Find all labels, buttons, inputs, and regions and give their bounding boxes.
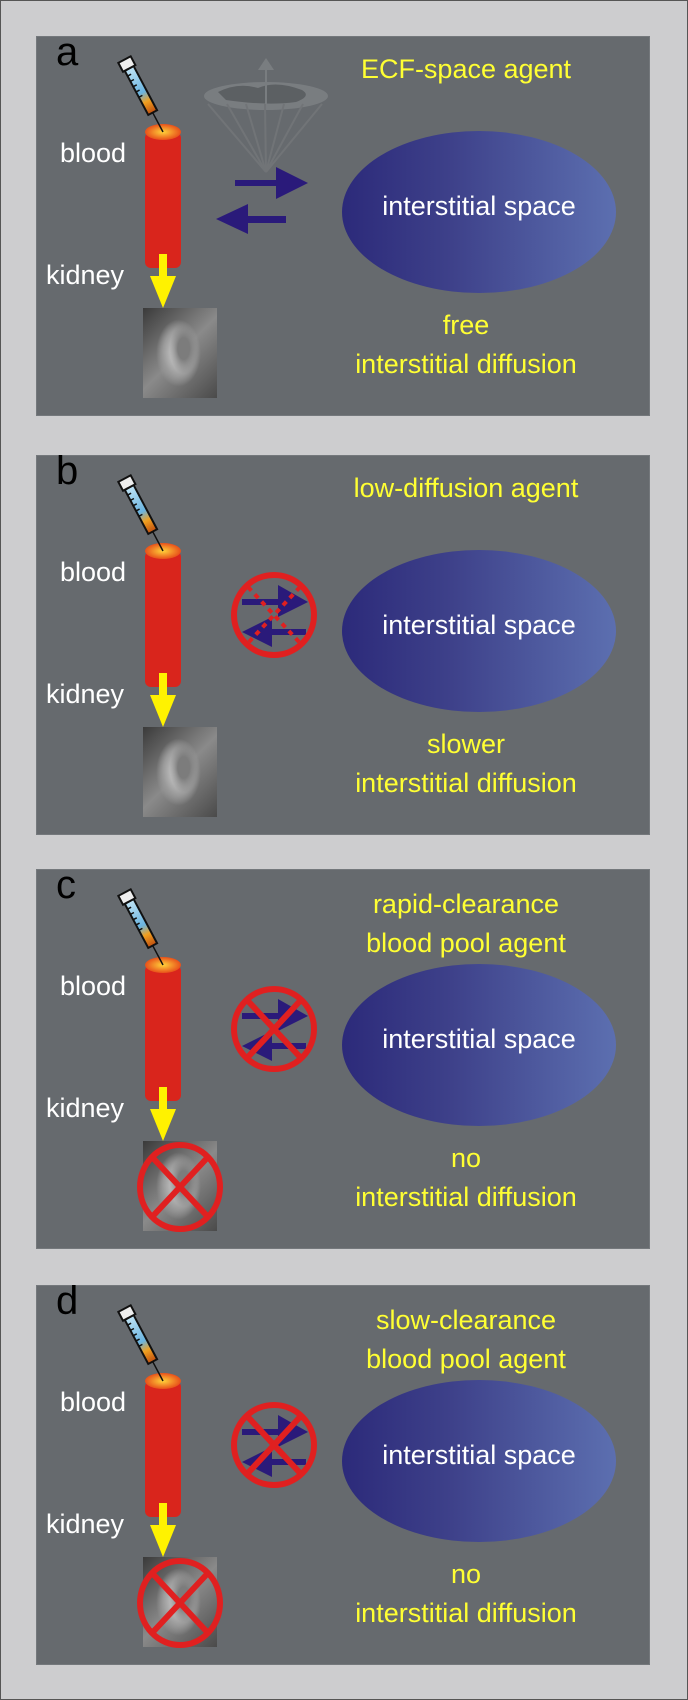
panel-footer: no interstitial diffusion: [306, 1139, 626, 1217]
kidney-image: [143, 308, 217, 398]
interstitial-space-label: interstitial space: [382, 1024, 576, 1054]
kidney-arrow-head: [150, 1525, 176, 1557]
panel-title-line: blood pool agent: [366, 1344, 566, 1374]
kidney-label: kidney: [46, 679, 125, 709]
panel-artwork: [116, 1303, 317, 1648]
blood-label: blood: [60, 1387, 127, 1417]
panel-footer-line: slower: [426, 729, 506, 759]
syringe-icon: [116, 887, 164, 966]
kidney-prohibited-sign-icon: [137, 1142, 223, 1232]
prohibited-sign-icon: [231, 986, 317, 1072]
panel-title-line: rapid-clearance: [372, 889, 560, 919]
kidney-arrow-head: [150, 276, 176, 308]
syringe-icon: [116, 54, 164, 133]
blood-label: blood: [60, 138, 127, 168]
interstitial-space-ellipse: interstitial space: [342, 550, 616, 712]
panel-footer-line: interstitial diffusion: [355, 1598, 577, 1628]
panel-letter: c: [56, 863, 76, 907]
syringe-icon: [116, 473, 164, 552]
panel-c: c rapid-clearance blood pool agent blood …: [36, 865, 650, 1249]
panel-artwork: [116, 54, 328, 308]
kidney-arrow-shaft: [159, 673, 167, 699]
kidney-arrow-head: [150, 1109, 176, 1141]
panel-footer-line: interstitial diffusion: [355, 349, 577, 379]
exchange-arrows-icon: [216, 167, 308, 234]
interstitial-space-ellipse: interstitial space: [342, 131, 616, 293]
panel-footer-line: interstitial diffusion: [355, 1182, 577, 1212]
panel-footer-line: interstitial diffusion: [355, 768, 577, 798]
exchange-arrows-icon: [242, 585, 308, 647]
interstitial-space-label: interstitial space: [382, 191, 576, 221]
panel-artwork: [116, 473, 317, 727]
panel-footer-line: no: [450, 1143, 482, 1173]
panel-artwork: [116, 887, 317, 1232]
blood-label: blood: [60, 971, 127, 1001]
panel-d: d slow-clearance blood pool agent blood k…: [36, 1281, 650, 1665]
interstitial-space-ellipse: interstitial space: [342, 1380, 616, 1542]
interstitial-space-ellipse: interstitial space: [342, 964, 616, 1126]
panel-footer-line: free: [442, 310, 490, 340]
panel-title: rapid-clearance blood pool agent: [316, 885, 616, 963]
panel-title: slow-clearance blood pool agent: [316, 1301, 616, 1379]
dispersion-icon: [204, 58, 328, 173]
syringe-icon: [116, 1303, 164, 1382]
kidney-label: kidney: [46, 1093, 125, 1123]
panel-letter: a: [56, 30, 79, 74]
kidney-image: [143, 727, 217, 817]
panel-title-line: low-diffusion agent: [353, 473, 579, 503]
blood-vessel: [145, 132, 181, 268]
panel-title-line: blood pool agent: [366, 928, 566, 958]
restricted-sign-icon: [231, 572, 317, 658]
blood-label: blood: [60, 557, 127, 587]
panel-title: low-diffusion agent: [316, 469, 616, 508]
kidney-arrow-shaft: [159, 254, 167, 280]
panel-footer: free interstitial diffusion: [306, 306, 626, 384]
kidney-label: kidney: [46, 1509, 125, 1539]
kidney-arrow-shaft: [159, 1503, 167, 1529]
blood-vessel: [145, 965, 181, 1101]
panel-footer: slower interstitial diffusion: [306, 725, 626, 803]
panel-b: b low-diffusion agent blood kidney inter…: [36, 451, 650, 835]
panel-footer-line: no: [450, 1559, 482, 1589]
panel-a: a ECF-space agent blood kidney interstit…: [36, 32, 650, 416]
interstitial-space-label: interstitial space: [382, 1440, 576, 1470]
panel-title-line: slow-clearance: [375, 1305, 557, 1335]
kidney-label: kidney: [46, 260, 125, 290]
panel-title: ECF-space agent: [316, 50, 616, 89]
kidney-arrow-head: [150, 695, 176, 727]
blood-vessel: [145, 1381, 181, 1517]
interstitial-space-label: interstitial space: [382, 610, 576, 640]
prohibited-sign-icon: [231, 1402, 317, 1488]
panel-letter: d: [56, 1279, 79, 1323]
kidney-arrow-shaft: [159, 1087, 167, 1113]
blood-vessel: [145, 551, 181, 687]
kidney-prohibited-sign-icon: [137, 1558, 223, 1648]
panel-footer: no interstitial diffusion: [306, 1555, 626, 1633]
panel-title-line: ECF-space agent: [360, 54, 572, 84]
panel-letter: b: [56, 449, 79, 493]
